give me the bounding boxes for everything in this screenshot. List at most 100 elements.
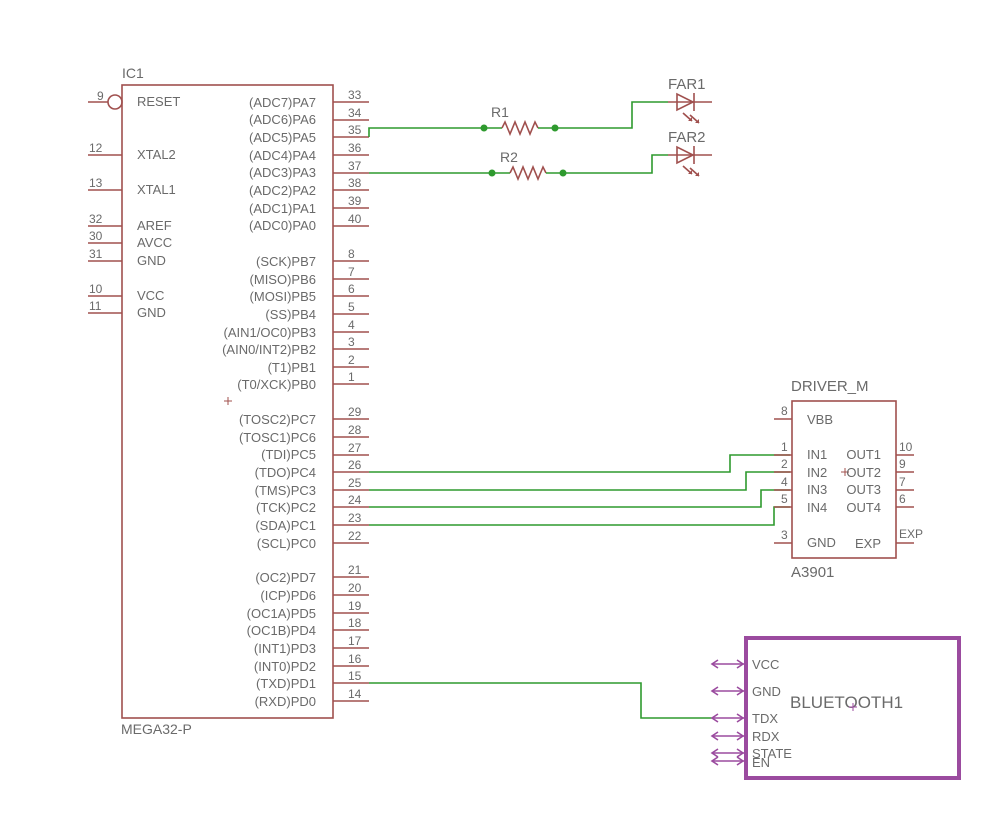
driver-pin-label: GND <box>807 535 836 550</box>
mcu-pin-label: (SCL)PC0 <box>257 536 316 551</box>
nets <box>368 101 790 719</box>
pin-arrow-right-icon <box>736 731 745 741</box>
mcu-left-pins: 9 RESET 12 XTAL2 13 XTAL1 32 AREF 30 AVC… <box>88 89 180 320</box>
bluetooth-body <box>744 636 961 780</box>
junction-dot <box>480 124 488 132</box>
resistor-zigzag <box>509 164 547 182</box>
junction-dot <box>488 169 496 177</box>
bluetooth-pin-label: VCC <box>752 657 779 672</box>
net-pd1-tdx[interactable] <box>369 682 712 719</box>
mcu-pin-label: XTAL1 <box>137 182 176 197</box>
net-r1-far1[interactable] <box>555 101 668 129</box>
bluetooth-pin-en[interactable]: EN <box>710 755 770 770</box>
mcu-pin-label: (OC2)PD7 <box>255 570 316 585</box>
driver-pin-label: OUT1 <box>846 447 881 462</box>
mcu-pin-number: 35 <box>348 123 362 137</box>
mcu-pin-label: (AIN1/OC0)PB3 <box>224 325 316 340</box>
mcu-pin-number: 14 <box>348 687 362 701</box>
driver-pin-label: OUT4 <box>846 500 881 515</box>
pin-arrow-left-icon <box>710 748 719 758</box>
driver-pin-label: IN1 <box>807 447 827 462</box>
led-far1[interactable]: FAR1 <box>668 76 712 124</box>
mcu-pin-label: (ADC6)PA6 <box>249 112 316 127</box>
mcu-pin-number: 36 <box>348 141 362 155</box>
driver-pin-label: IN2 <box>807 465 827 480</box>
pin-arrow-left-icon <box>710 686 719 696</box>
mcu-pin-number: 10 <box>89 282 103 296</box>
pin-arrow-left-icon <box>710 713 719 723</box>
mcu-pin-number: 24 <box>348 493 362 507</box>
mcu-pin-number: 40 <box>348 212 362 226</box>
net-pc4-in1[interactable] <box>369 454 790 473</box>
mcu-pin-label: (ADC5)PA5 <box>249 130 316 145</box>
pin-arrow-right-icon <box>736 659 745 669</box>
mcu-pin-label: (TOSC1)PC6 <box>239 430 316 445</box>
mcu-pin-number: 12 <box>89 141 103 155</box>
net-pc3-in2[interactable] <box>369 471 790 491</box>
pin-arrow-left-icon <box>710 731 719 741</box>
driver-a3901[interactable]: DRIVER_M A3901 8 VBB 1 IN1 2 IN2 4 IN3 5… <box>774 378 923 581</box>
mcu-pin-label: (SCK)PB7 <box>256 254 316 269</box>
mcu-pin-label: (SDA)PC1 <box>255 518 316 533</box>
mcu-pin-number: 13 <box>89 176 103 190</box>
mcu-pin-label: (ADC1)PA1 <box>249 201 316 216</box>
mcu-pin-number: 32 <box>89 212 103 226</box>
mcu-pin-number: 19 <box>348 599 362 613</box>
bluetooth-pin-label: RDX <box>752 729 780 744</box>
driver-pin-number: 4 <box>781 475 788 489</box>
resistor-r2[interactable]: R2 <box>488 149 567 182</box>
bluetooth-module[interactable]: BLUETOOTH1 VCC GND TDX RDX <box>710 636 961 780</box>
bluetooth-pin-label: STATE <box>752 746 792 761</box>
resistor-name: R2 <box>500 149 518 165</box>
mcu-ic1[interactable]: IC1 MEGA32-P 9 RESET 12 XTAL2 13 XTAL1 3… <box>88 65 369 737</box>
mcu-pin-label: (T0/XCK)PB0 <box>237 377 316 392</box>
mcu-pin-label: (T1)PB1 <box>268 360 316 375</box>
mcu-pin-label: XTAL2 <box>137 147 176 162</box>
mcu-pin-label: (OC1B)PD4 <box>247 623 316 638</box>
resistor-r1[interactable]: R1 <box>480 104 559 137</box>
mcu-body <box>121 84 334 719</box>
reset-inverted-bubble <box>107 94 123 110</box>
mcu-pin-number: 15 <box>348 669 362 683</box>
mcu-pin-label: (TOSC2)PC7 <box>239 412 316 427</box>
bluetooth-pin-tdx[interactable]: TDX <box>710 711 778 726</box>
mcu-pin-label: (TXD)PD1 <box>256 676 316 691</box>
mcu-pin-label: (ADC7)PA7 <box>249 95 316 110</box>
driver-pin-number: 8 <box>781 404 788 418</box>
pin-arrow-right-icon <box>736 748 745 758</box>
mcu-pin-label: (INT1)PD3 <box>254 641 316 656</box>
mcu-pin-number: 8 <box>348 247 355 261</box>
net-pc2-in3[interactable] <box>369 489 790 508</box>
mcu-pin-number: 3 <box>348 335 355 349</box>
led-far2[interactable]: FAR2 <box>668 129 712 177</box>
bluetooth-pin-gnd[interactable]: GND <box>710 684 781 699</box>
bluetooth-pin-state[interactable]: STATE <box>710 746 792 761</box>
bluetooth-pin-rdx[interactable]: RDX <box>710 729 780 744</box>
net-pa5-r1[interactable] <box>368 127 484 137</box>
mcu-value: MEGA32-P <box>121 721 192 737</box>
mcu-pin-label: RESET <box>137 94 180 109</box>
driver-value: A3901 <box>791 564 834 581</box>
mcu-pin-number: 21 <box>348 563 362 577</box>
net-r2-far2[interactable] <box>563 154 668 174</box>
mcu-pin-number: 20 <box>348 581 362 595</box>
pin-arrow-right-icon <box>736 713 745 723</box>
driver-pin-label: EXP <box>855 536 881 551</box>
mcu-pin-number: 33 <box>348 88 362 102</box>
mcu-pin-number: 4 <box>348 318 355 332</box>
light-arrowhead <box>688 117 692 121</box>
mcu-pin-label: GND <box>137 305 166 320</box>
mcu-pin-number: 1 <box>348 370 355 384</box>
net-pc1-in4[interactable] <box>369 506 790 526</box>
mcu-pin-label: AREF <box>137 218 172 233</box>
bluetooth-pin-vcc[interactable]: VCC <box>710 657 779 672</box>
mcu-pin-label: (INT0)PD2 <box>254 659 316 674</box>
driver-pin-number: 9 <box>899 457 906 471</box>
bluetooth-pin-label: TDX <box>752 711 778 726</box>
mcu-pin-label: (MOSI)PB5 <box>250 289 316 304</box>
driver-pin-label: OUT3 <box>846 482 881 497</box>
mcu-pin-number: 7 <box>348 265 355 279</box>
mcu-pin-number: 16 <box>348 652 362 666</box>
mcu-pin-number: 39 <box>348 194 362 208</box>
